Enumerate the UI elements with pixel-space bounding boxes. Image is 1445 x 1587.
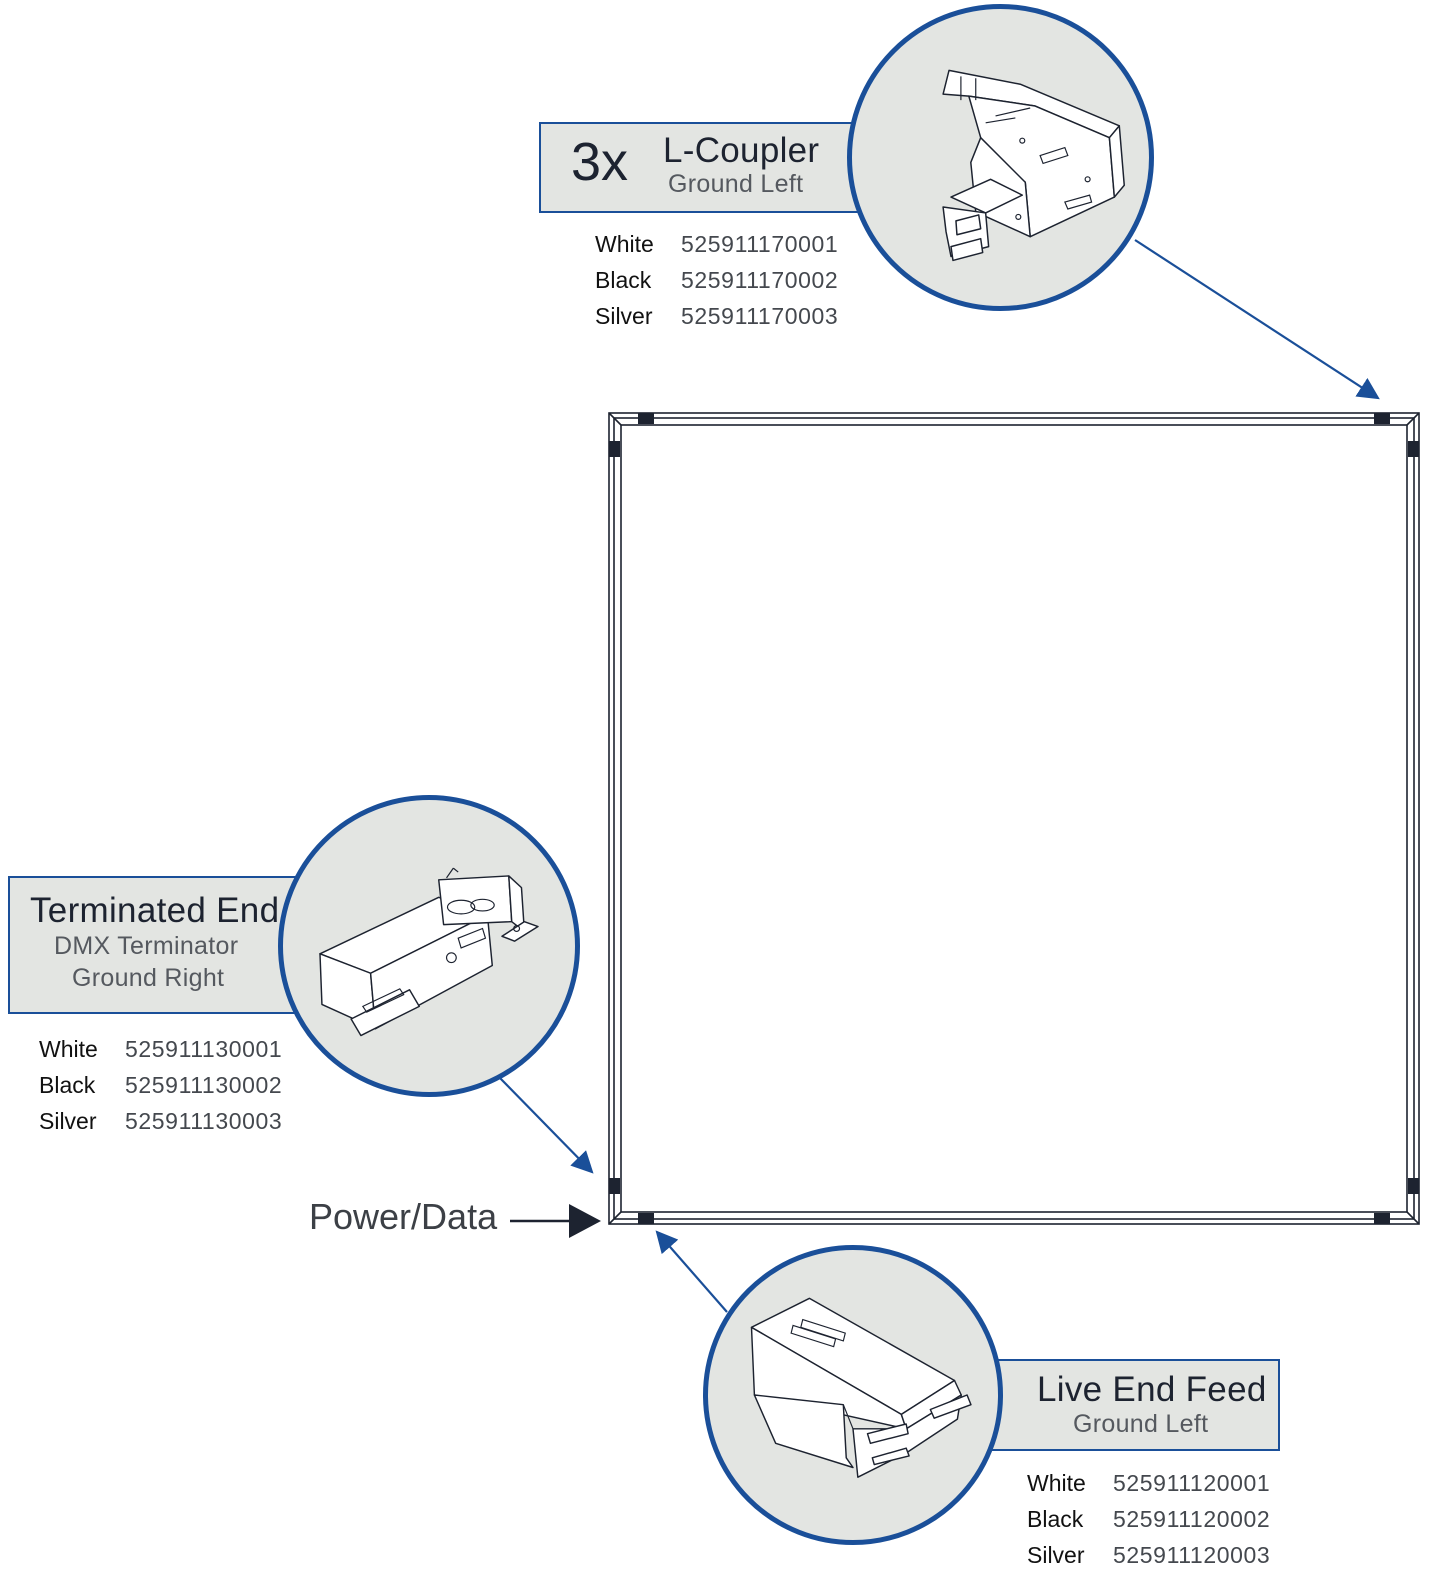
terminated-end-subtitle-2: Ground Right xyxy=(72,964,225,992)
code-row: White 525911120001 xyxy=(1027,1465,1270,1501)
code-number: 525911130003 xyxy=(125,1108,283,1134)
power-data-label: Power/Data xyxy=(309,1196,498,1237)
l-coupler-image-circle xyxy=(847,4,1154,311)
l-coupler-codes: White 525911170001 Black 525911170002 Si… xyxy=(595,226,838,334)
code-color: Black xyxy=(1027,1506,1084,1532)
code-number: 525911120003 xyxy=(1113,1542,1271,1568)
connector-blocks xyxy=(609,413,1419,1224)
code-color: Silver xyxy=(595,303,653,329)
code-row: White 525911170001 xyxy=(595,226,838,262)
live-end-feed-subtitle: Ground Left xyxy=(1073,1410,1209,1438)
square-track-frame xyxy=(608,412,1420,1225)
l-coupler-illustration xyxy=(942,69,1125,262)
live-end-feed-codes: White 525911120001 Black 525911120002 Si… xyxy=(1027,1465,1270,1573)
l-coupler-subtitle: Ground Left xyxy=(668,170,804,198)
code-number: 525911120002 xyxy=(1113,1506,1271,1532)
pointer-arrows xyxy=(497,239,1380,1313)
code-row: Black 525911120002 xyxy=(1027,1501,1270,1537)
live-end-feed-title: Live End Feed xyxy=(1037,1370,1267,1409)
live-end-feed-label-box xyxy=(985,1359,1280,1451)
terminated-end-image-circle xyxy=(278,795,580,1097)
live-end-feed-illustration xyxy=(750,1297,972,1478)
terminated-end-title: Terminated End xyxy=(30,891,280,930)
code-row: White 525911130001 xyxy=(39,1031,282,1067)
code-row: Silver 525911120003 xyxy=(1027,1537,1270,1573)
l-coupler-arrow xyxy=(1134,239,1380,400)
code-number: 525911170003 xyxy=(681,303,839,329)
code-number: 525911170001 xyxy=(681,231,839,257)
code-row: Black 525911170002 xyxy=(595,262,838,298)
live-end-feed-arrow xyxy=(655,1230,728,1313)
l-coupler-label-box xyxy=(539,122,861,213)
code-color: White xyxy=(39,1036,98,1062)
code-color: Black xyxy=(39,1072,96,1098)
terminated-end-subtitle: DMX Terminator xyxy=(54,932,239,960)
code-number: 525911120001 xyxy=(1113,1470,1271,1496)
terminated-end-illustration xyxy=(319,867,539,1037)
terminated-end-codes: White 525911130001 Black 525911130002 Si… xyxy=(39,1031,282,1139)
code-row: Black 525911130002 xyxy=(39,1067,282,1103)
code-row: Silver 525911170003 xyxy=(595,298,838,334)
code-color: Black xyxy=(595,267,652,293)
power-data-arrow xyxy=(510,1204,601,1238)
l-coupler-title: L-Coupler xyxy=(663,131,820,170)
code-color: Silver xyxy=(39,1108,97,1134)
l-coupler-quantity: 3x xyxy=(571,132,629,192)
live-end-feed-image-circle xyxy=(703,1245,1003,1545)
terminated-end-label-box xyxy=(8,876,302,1014)
code-color: White xyxy=(595,231,654,257)
code-row: Silver 525911130003 xyxy=(39,1103,282,1139)
code-color: White xyxy=(1027,1470,1086,1496)
terminated-end-arrow xyxy=(497,1075,594,1174)
code-number: 525911170002 xyxy=(681,267,839,293)
code-number: 525911130001 xyxy=(125,1036,283,1062)
code-number: 525911130002 xyxy=(125,1072,283,1098)
code-color: Silver xyxy=(1027,1542,1085,1568)
